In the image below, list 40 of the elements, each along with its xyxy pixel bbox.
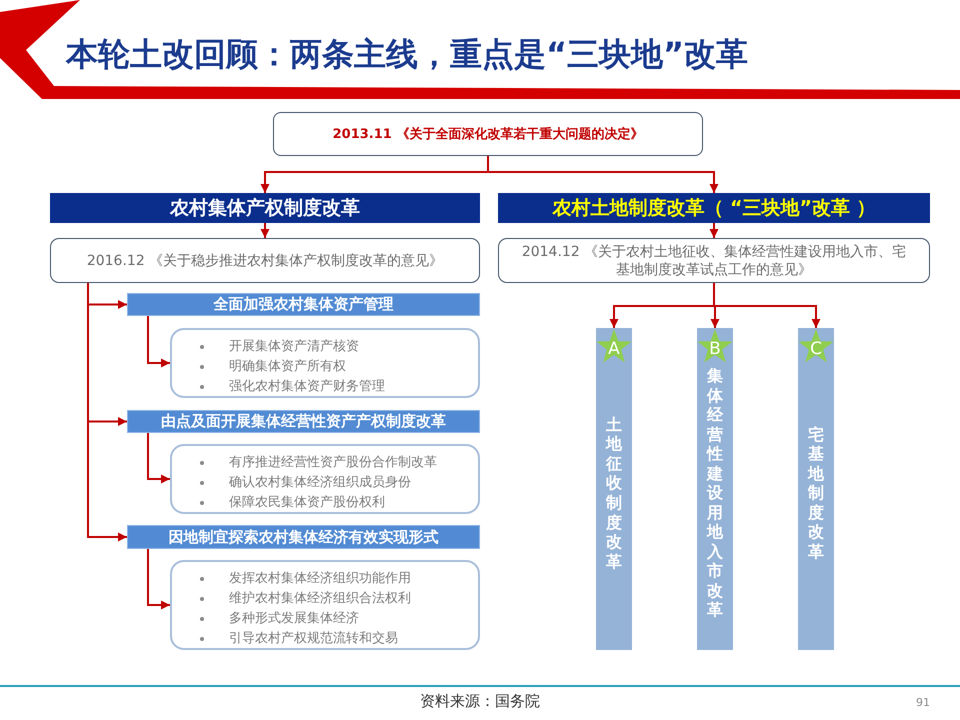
- vertical-label: 宅基地制度改革: [808, 424, 824, 562]
- list-item: 开展集体资产清产核资: [229, 338, 359, 356]
- arrow: [487, 156, 718, 193]
- vertical-label: 土地征收制度改革: [606, 414, 622, 572]
- document-box: 2013.11 《关于全面深化改革若干重大问题的决定》: [273, 112, 703, 156]
- list-item: 有序推进经营性资产股份合作制改革: [229, 454, 437, 472]
- star-badge: B: [697, 329, 733, 363]
- section-header-bar: 农村集体产权制度改革: [50, 193, 480, 223]
- arrow: [260, 223, 270, 238]
- bullet-list-box: [170, 444, 480, 514]
- subtopic-bar: 全面加强农村集体资产管理: [127, 293, 480, 316]
- star-badge: C: [798, 329, 834, 363]
- arrow: [87, 283, 127, 542]
- star-badge: A: [596, 329, 632, 363]
- pillar-bar: [697, 328, 733, 650]
- arrow: [147, 433, 170, 484]
- bullet-list-box: [170, 328, 480, 398]
- list-item: 明确集体资产所有权: [229, 358, 346, 376]
- section-header-bar: 农村土地制度改革（ “三块地”改革 ）: [498, 193, 930, 223]
- document-box: 2016.12 《关于稳步推进农村集体产权制度改革的意见》: [50, 238, 480, 283]
- arrow: [147, 316, 170, 368]
- pillar-bar: [596, 328, 632, 650]
- bullet-list-box: [170, 560, 480, 650]
- list-item: 引导农村产权规范流转和交易: [229, 630, 398, 648]
- source-note: 资料来源：国务院: [420, 692, 540, 711]
- list-item: 维护农村集体经济组织合法权利: [229, 590, 411, 608]
- pillar-bar: [798, 328, 834, 650]
- arrow: [147, 549, 170, 610]
- list-item: 强化农村集体资产财务管理: [229, 378, 385, 396]
- arrow: [710, 223, 718, 238]
- subtopic-bar: 因地制宜探索农村集体经济有效实现形式: [127, 525, 480, 549]
- page-title: 本轮土改回顾：两条主线，重点是“三块地”改革: [66, 34, 748, 74]
- list-item: 多种形式发展集体经济: [229, 610, 359, 628]
- page-number: 91: [916, 696, 930, 709]
- list-item: 保障农民集体资产股份权利: [229, 494, 385, 512]
- vertical-label: 集体经营性建设用地入市改革: [707, 366, 723, 620]
- document-box: 2014.12 《关于农村土地征收、集体经营性建设用地入市、宅基地制度改革试点工作的意见》: [498, 238, 930, 283]
- list-item: 确认农村集体经济组织成员身份: [229, 474, 411, 492]
- list-item: 发挥农村集体经济组织功能作用: [229, 570, 411, 588]
- subtopic-bar: 由点及面开展集体经营性资产产权制度改革: [127, 410, 480, 433]
